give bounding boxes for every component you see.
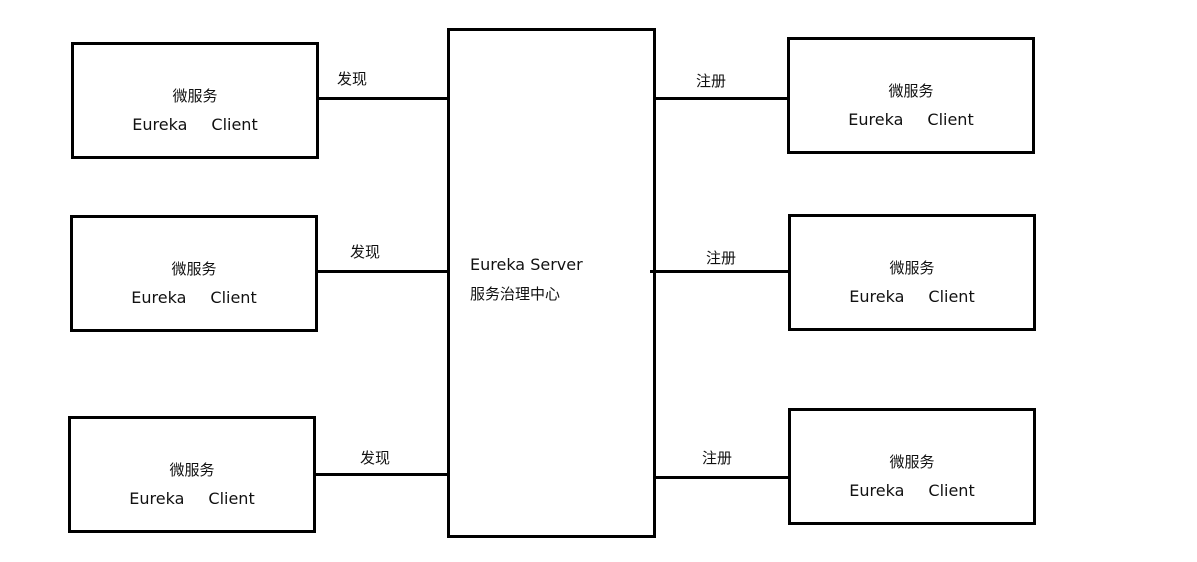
eureka-server-box: Eureka Server 服务治理中心	[447, 28, 656, 538]
client-title: 微服务	[171, 260, 217, 278]
client-title: 微服务	[172, 87, 218, 105]
client-word-eureka: Eureka	[129, 489, 185, 508]
right-connector-2	[650, 270, 788, 273]
client-word-eureka: Eureka	[848, 110, 904, 129]
client-subtitle: Eureka Client	[790, 110, 1032, 129]
right-edge-label-1: 注册	[696, 72, 727, 90]
right-edge-label-2: 注册	[706, 249, 737, 267]
client-subtitle: Eureka Client	[74, 115, 316, 134]
client-title: 微服务	[889, 259, 935, 277]
client-word-eureka: Eureka	[849, 481, 905, 500]
client-word-client: Client	[210, 288, 257, 307]
left-client-box-2: 微服务 Eureka Client	[70, 215, 318, 332]
right-client-box-1: 微服务 Eureka Client	[787, 37, 1035, 154]
client-word-client: Client	[928, 287, 975, 306]
right-client-box-3: 微服务 Eureka Client	[788, 408, 1036, 525]
client-word-eureka: Eureka	[132, 115, 188, 134]
server-subtitle: 服务治理中心	[470, 285, 561, 303]
client-title: 微服务	[889, 453, 935, 471]
client-word-client: Client	[928, 481, 975, 500]
client-subtitle: Eureka Client	[791, 287, 1033, 306]
right-client-box-2: 微服务 Eureka Client	[788, 214, 1036, 331]
client-title: 微服务	[169, 461, 215, 479]
left-edge-label-1: 发现	[337, 70, 368, 88]
client-word-client: Client	[927, 110, 974, 129]
client-subtitle: Eureka Client	[791, 481, 1033, 500]
client-word-client: Client	[211, 115, 258, 134]
client-word-client: Client	[208, 489, 255, 508]
right-edge-label-3: 注册	[702, 449, 733, 467]
right-connector-3	[653, 476, 788, 479]
left-client-box-1: 微服务 Eureka Client	[71, 42, 319, 159]
left-connector-3	[316, 473, 447, 476]
client-subtitle: Eureka Client	[73, 288, 315, 307]
client-word-eureka: Eureka	[131, 288, 187, 307]
left-connector-1	[319, 97, 447, 100]
left-connector-2	[318, 270, 447, 273]
server-title: Eureka Server	[470, 255, 583, 274]
client-title: 微服务	[888, 82, 934, 100]
left-client-box-3: 微服务 Eureka Client	[68, 416, 316, 533]
right-connector-1	[656, 97, 787, 100]
client-subtitle: Eureka Client	[71, 489, 313, 508]
left-edge-label-2: 发现	[350, 243, 381, 261]
client-word-eureka: Eureka	[849, 287, 905, 306]
left-edge-label-3: 发现	[360, 449, 391, 467]
